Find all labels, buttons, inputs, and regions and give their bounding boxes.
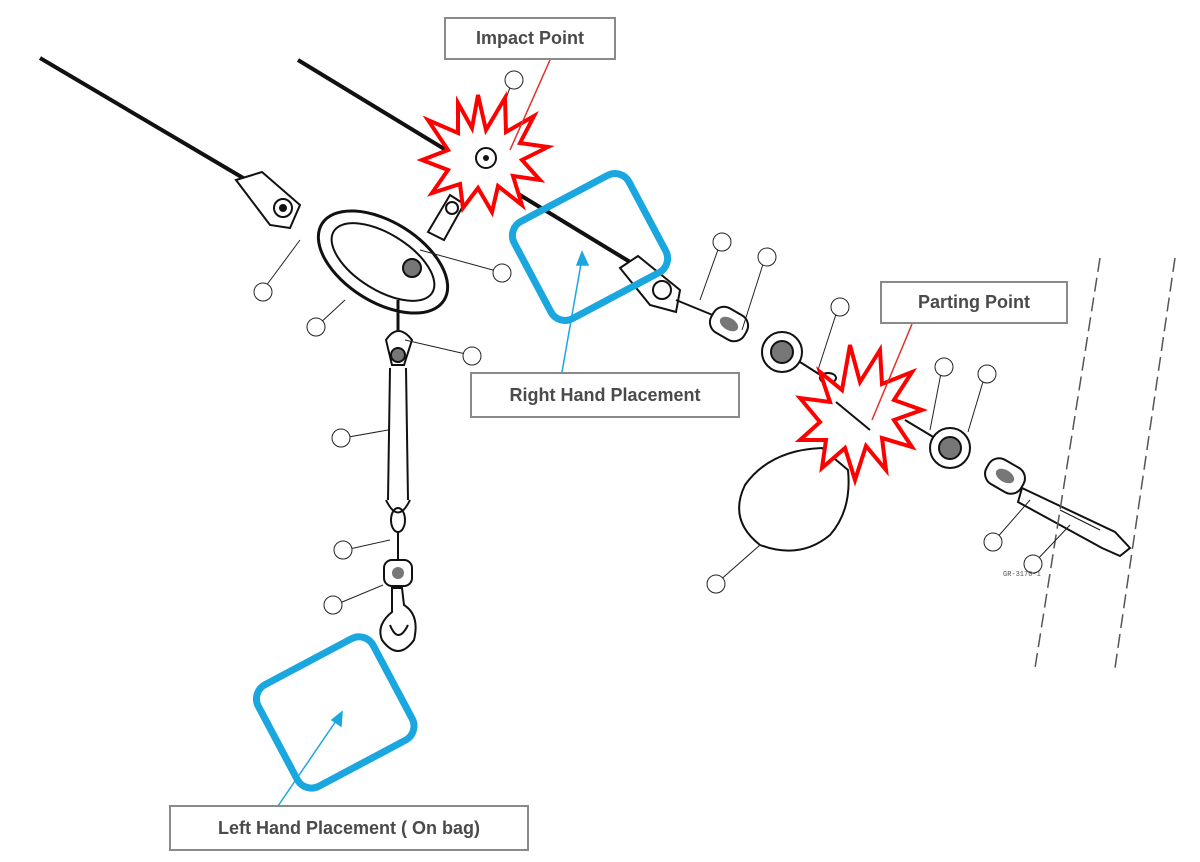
left-hand-placement-label: Left Hand Placement ( On bag): [169, 805, 529, 851]
impact-point-label: Impact Point: [444, 17, 616, 60]
part-number-circles: [253, 70, 1043, 615]
left-cable-thimble: [234, 170, 302, 230]
swivel-chain: [675, 299, 837, 384]
right-hand-box: [508, 170, 672, 324]
parting-leader: [871, 323, 913, 421]
wall-line: [1034, 257, 1101, 669]
impact-leader: [509, 59, 551, 151]
part-code: GR-3170-1: [1003, 571, 1041, 579]
left-hand-leader: [277, 710, 343, 807]
right-hand-leader: [561, 250, 590, 373]
bag: [738, 446, 850, 552]
left-hand-box: [252, 633, 418, 792]
parting-burst-icon: [794, 343, 928, 487]
wall-line: [1114, 257, 1176, 669]
right-swivel-assembly: [904, 419, 1132, 558]
parting-point-label: Parting Point: [880, 281, 1068, 324]
upper-shackle: [426, 193, 466, 242]
master-link: [316, 209, 450, 315]
left-cable: [38, 56, 257, 187]
impact-burst-icon: [416, 91, 555, 218]
part-callouts: [262, 81, 1071, 606]
drop-assembly: [379, 300, 417, 652]
right-hand-placement-label: Right Hand Placement: [470, 372, 740, 418]
right-cable-thimble: [618, 254, 682, 314]
